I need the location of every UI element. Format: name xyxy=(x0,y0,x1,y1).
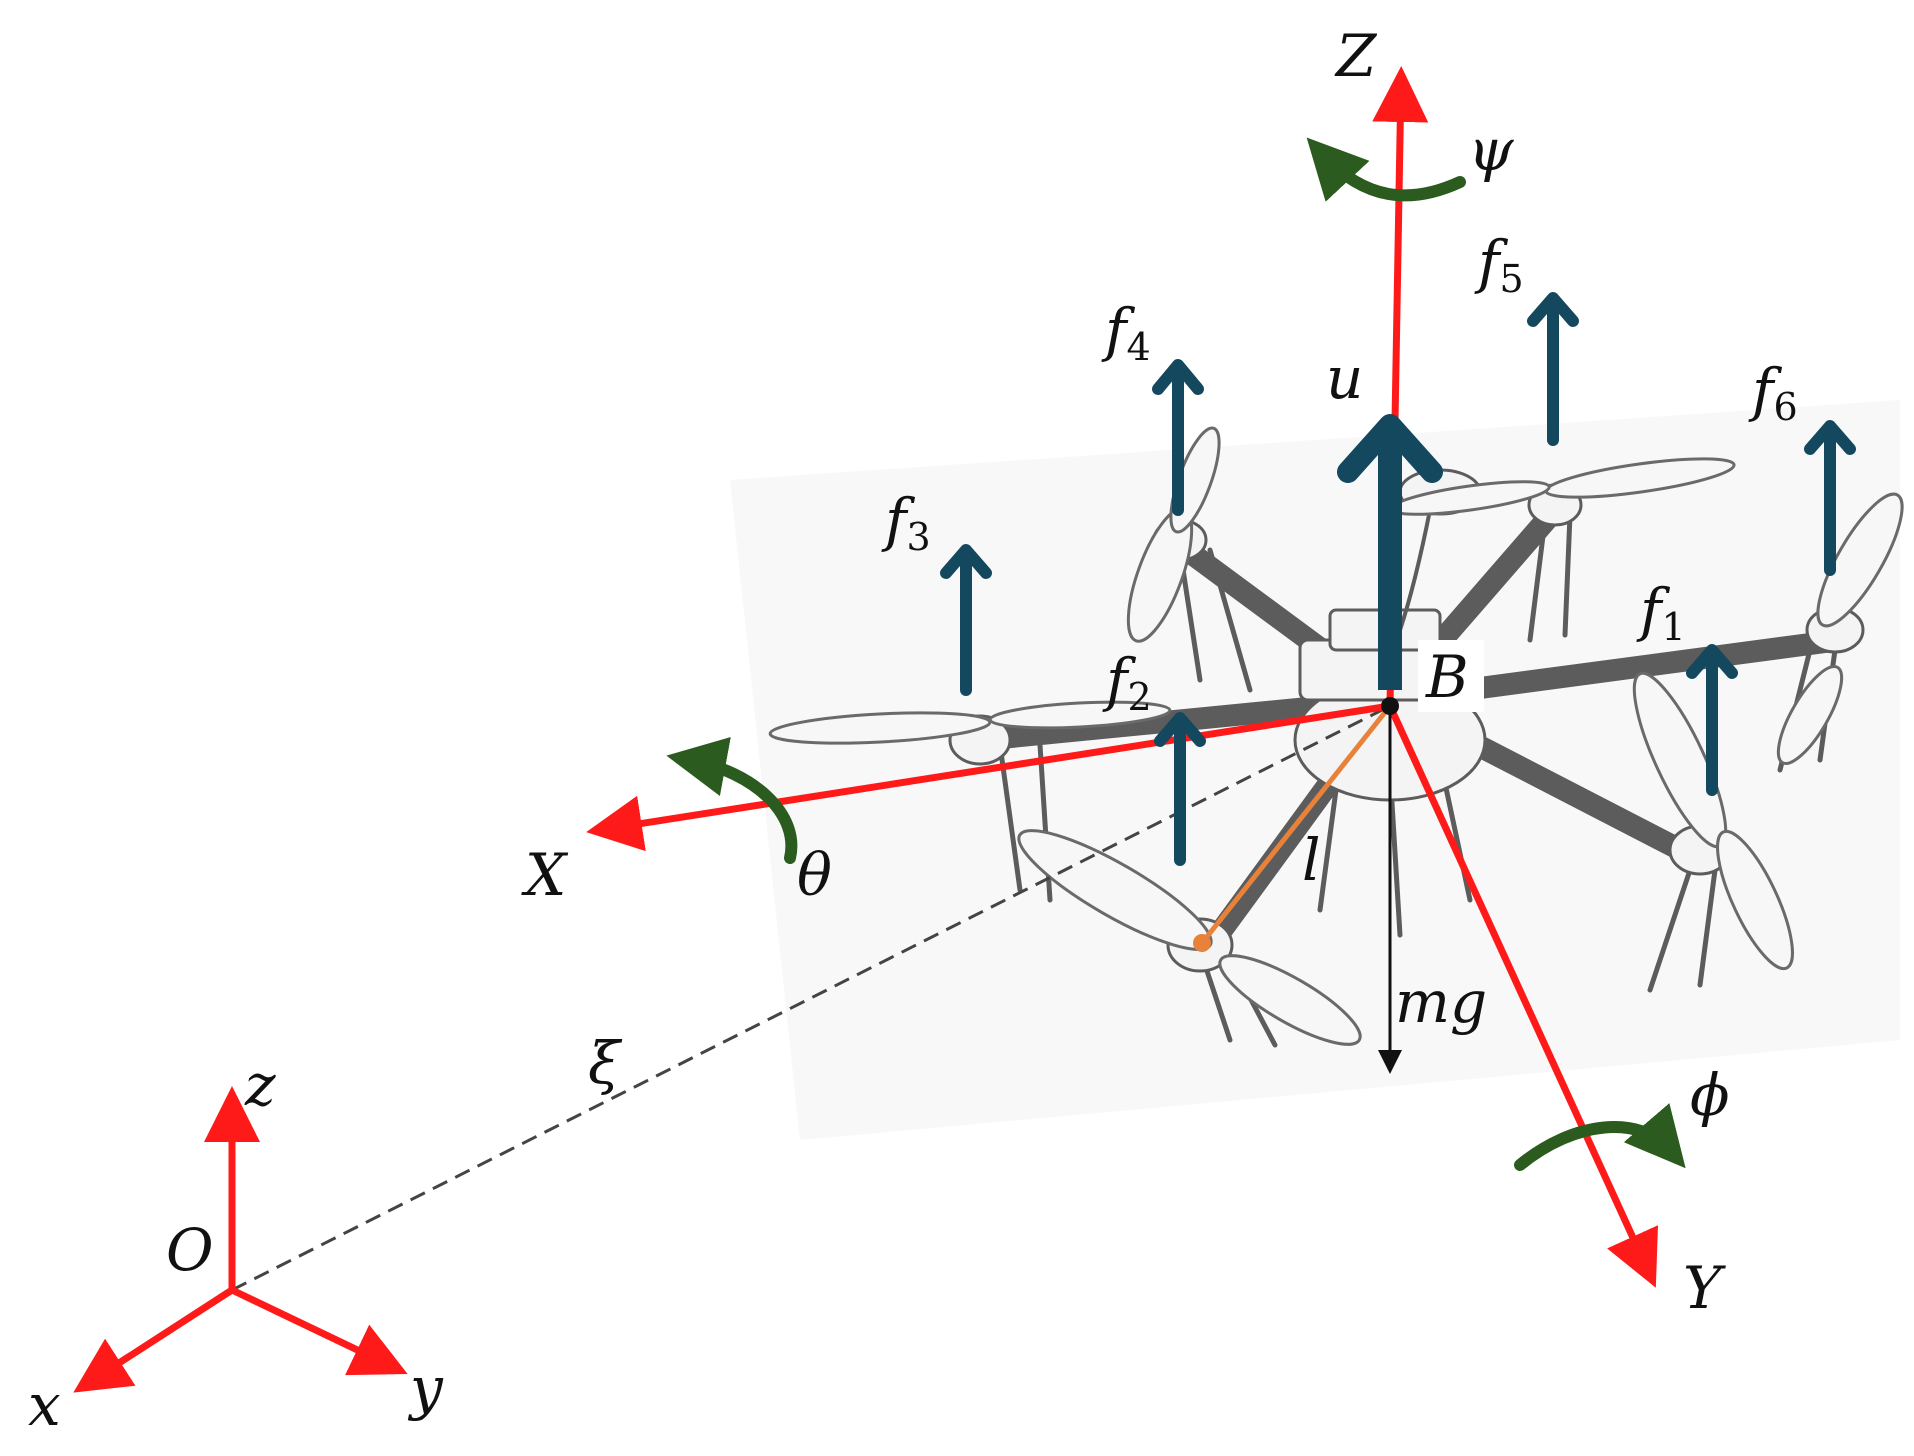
label-X: X xyxy=(521,841,569,909)
thrust-u xyxy=(1337,414,1443,690)
rotation-psi-arrow xyxy=(1306,137,1466,202)
thrust-f2 xyxy=(1154,712,1206,866)
inertial-frame xyxy=(73,1086,408,1393)
rotation-theta-arrow xyxy=(666,737,798,864)
label-f5: f5 xyxy=(1474,228,1524,301)
arm-length xyxy=(1193,704,1392,952)
thrust-vectors xyxy=(940,292,1856,866)
hexacopter-illustration xyxy=(730,400,1904,1140)
body-y-axis xyxy=(1386,704,1659,1288)
label-xi: ξ xyxy=(588,1029,623,1097)
thrust-f6 xyxy=(1804,420,1856,576)
label-B-background xyxy=(1418,640,1484,712)
label-O: O xyxy=(166,1216,214,1284)
label-theta: θ xyxy=(797,841,832,909)
rotation-phi-arrow xyxy=(1514,1103,1686,1171)
body-x-axis xyxy=(586,702,1391,852)
label-Z: Z xyxy=(1334,22,1378,90)
label-phi: ϕ xyxy=(1690,1061,1730,1129)
label-u: u xyxy=(1326,344,1363,412)
label-x: x xyxy=(28,1371,61,1439)
thrust-f4 xyxy=(1152,359,1204,516)
label-f6: f6 xyxy=(1748,356,1798,429)
thrust-f3 xyxy=(940,544,992,696)
label-z: z xyxy=(244,1051,276,1119)
label-y: y xyxy=(407,1354,444,1422)
label-f4: f4 xyxy=(1101,296,1151,369)
label-l: l xyxy=(1302,826,1321,894)
label-B: B xyxy=(1425,643,1469,711)
position-vector-xi xyxy=(231,704,1391,1292)
inertial-y-axis xyxy=(230,1286,408,1376)
label-Y: Y xyxy=(1683,1254,1726,1322)
label-mg: mg xyxy=(1395,968,1487,1036)
labels: Z ψ u B X θ l mg Y ϕ ξ z O x y f1 f2 f3 … xyxy=(28,22,1798,1439)
arm-end-dot xyxy=(1193,934,1211,952)
inertial-x-axis xyxy=(73,1287,234,1393)
thrust-f1 xyxy=(1686,644,1738,796)
thrust-f5 xyxy=(1527,292,1579,446)
label-psi: ψ xyxy=(1468,116,1514,184)
body-origin-point xyxy=(1381,697,1399,715)
